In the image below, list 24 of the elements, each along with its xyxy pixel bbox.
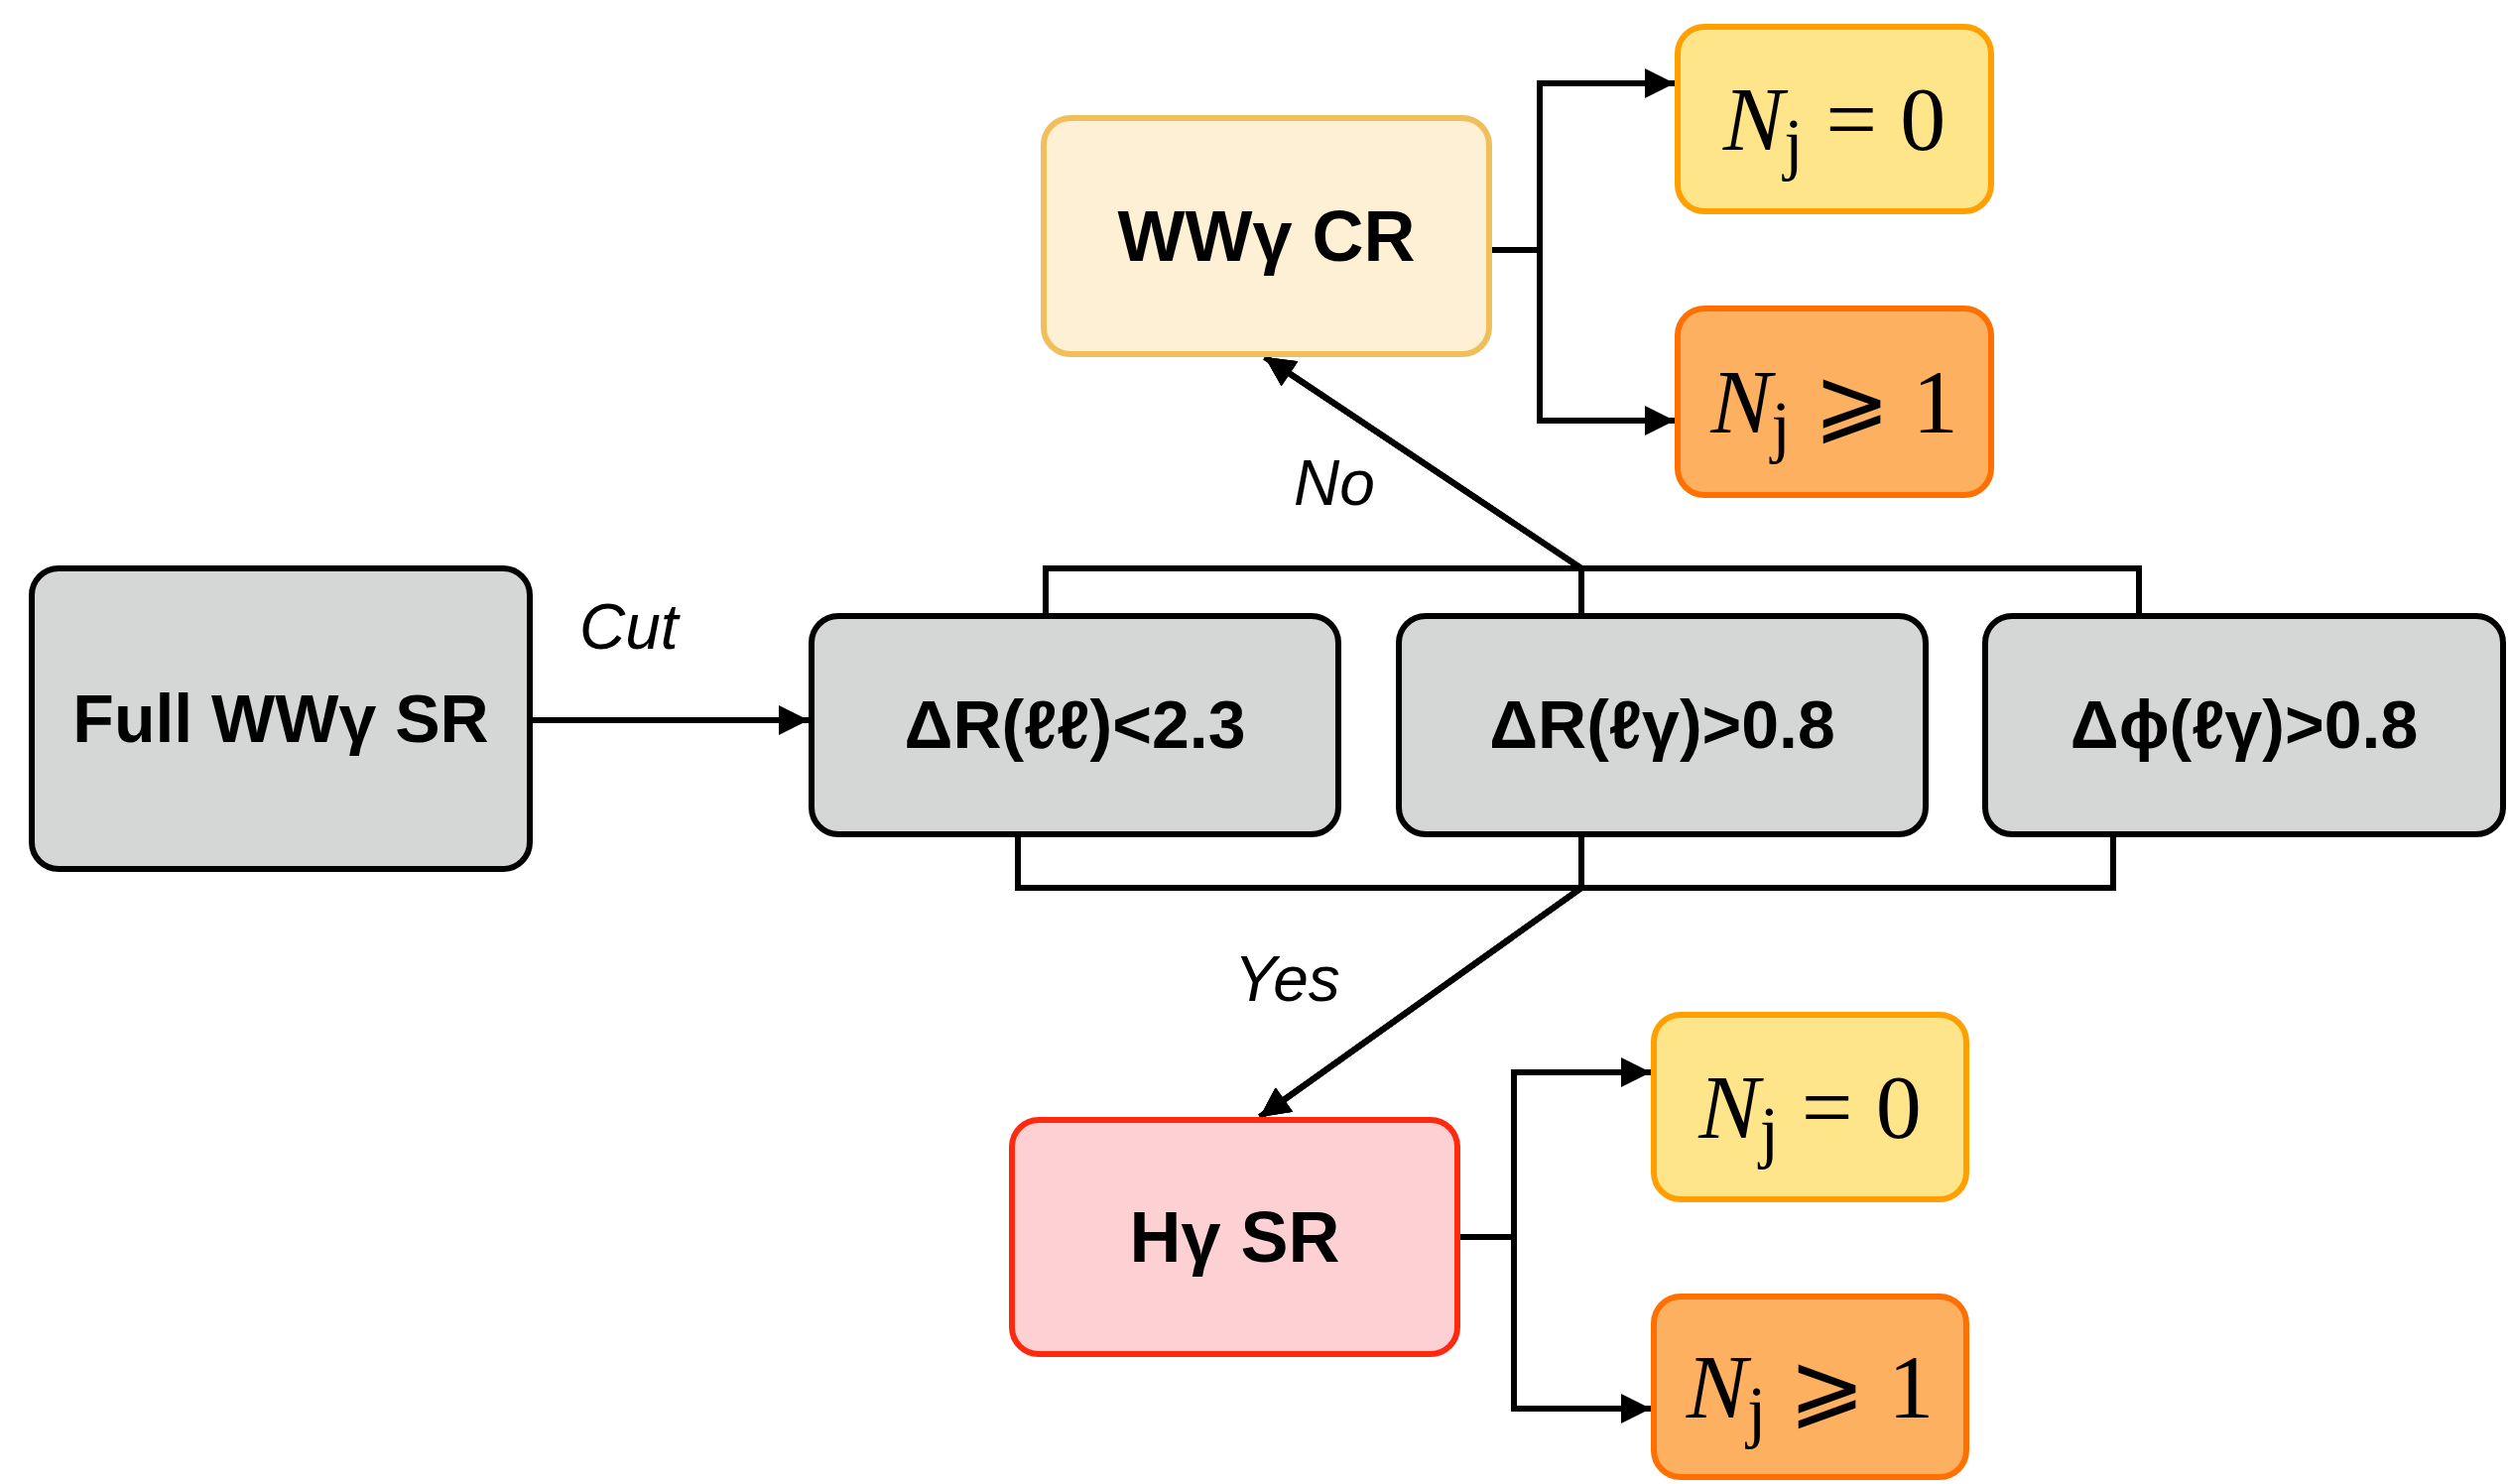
signal-region-box bbox=[1009, 1117, 1460, 1357]
node-text: ΔR(ℓγ)>0.8 bbox=[1489, 685, 1835, 765]
node-text: N$_{j}$ = 0 bbox=[1698, 1055, 1922, 1173]
category-box bbox=[1651, 1294, 1969, 1480]
arrow bbox=[533, 705, 809, 735]
cut-box bbox=[1396, 613, 1929, 837]
control-region-box bbox=[1041, 115, 1492, 357]
cut-box bbox=[29, 565, 533, 872]
arrow bbox=[1258, 837, 2116, 1120]
cut-box bbox=[1982, 613, 2506, 837]
node-text: Δϕ(ℓγ)>0.8 bbox=[2070, 685, 2419, 765]
node-text: N$_{j}$ ⩾ 1 bbox=[1710, 350, 1958, 467]
node-text: N$_{j}$ ⩾ 1 bbox=[1686, 1335, 1935, 1452]
category-box bbox=[1651, 1012, 1969, 1202]
category-box bbox=[1675, 24, 1994, 214]
node-text: N$_{j}$ = 0 bbox=[1722, 67, 1946, 185]
node-text: ΔR(ℓℓ)<2.3 bbox=[904, 685, 1246, 765]
cut-box bbox=[809, 613, 1341, 837]
node-text: Hγ SR bbox=[1129, 1196, 1340, 1279]
node-text: Full WWγ SR bbox=[72, 679, 489, 758]
node-text: WWγ CR bbox=[1116, 195, 1417, 278]
arrow bbox=[1460, 1234, 1651, 1423]
arrow bbox=[1263, 354, 2142, 613]
category-box bbox=[1675, 306, 1994, 498]
